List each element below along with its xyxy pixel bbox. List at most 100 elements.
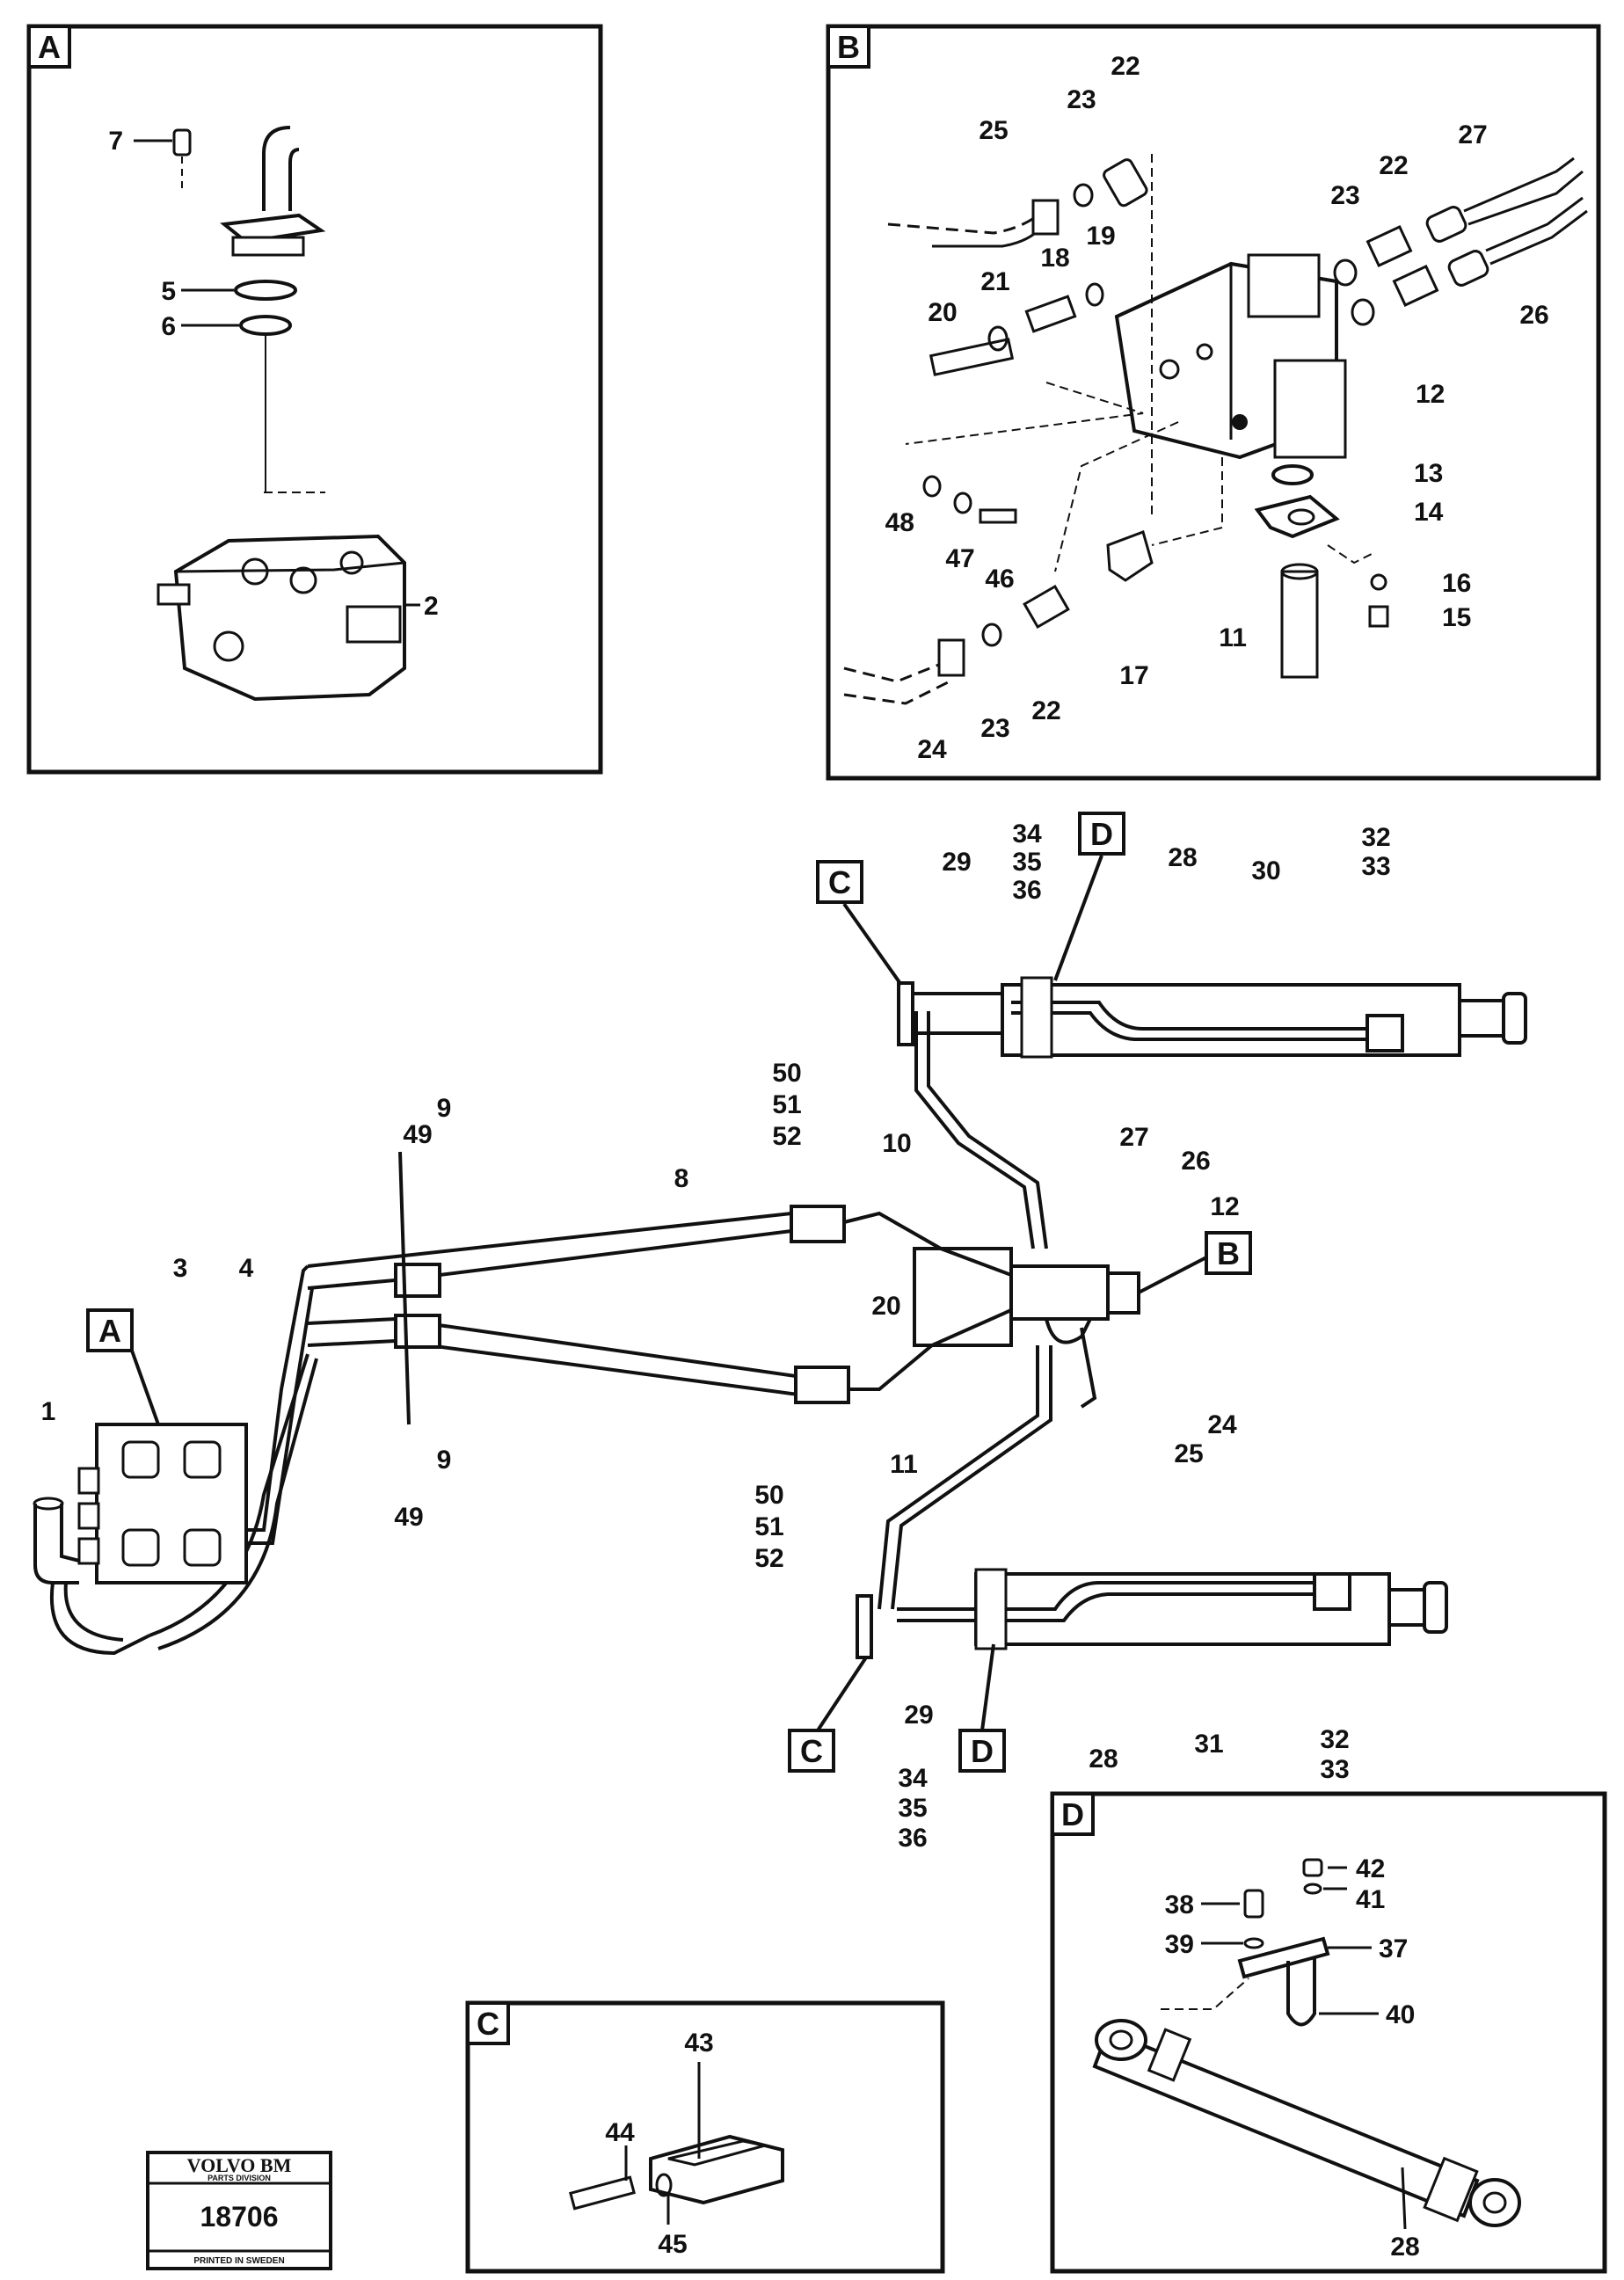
detail-panel-d: D 42 41 38 39 37 40 28 [1050,1791,1607,2274]
callout-label: 34 [1012,819,1042,849]
callout-label: 15 [1442,603,1471,632]
ref-tag-d: D [971,1733,994,1769]
callout-label: 49 [394,1503,423,1532]
callout-label: 42 [1356,1854,1385,1883]
callout-label: 25 [979,116,1008,145]
callout-label: 17 [1119,661,1148,690]
panel-a-tag: A [38,29,61,65]
callout-label: 47 [945,544,974,573]
clamp-bracket-part [649,2134,784,2205]
ref-tag-d: D [1090,816,1113,852]
callout-label: 8 [674,1164,689,1193]
volvo-bm-stamp: VOLVO BM PARTS DIVISION 18706 PRINTED IN… [146,2151,332,2270]
callout-label: 22 [1111,52,1140,81]
callout-label: 52 [754,1544,783,1573]
callout-label: 28 [1168,843,1197,872]
callout-label: 24 [1207,1410,1237,1439]
callout-label: 18 [1040,244,1069,273]
panel-d-tag: D [1061,1796,1084,1832]
callout-label: 21 [980,267,1009,296]
ref-tag-b: B [1217,1235,1240,1271]
callout-label: 30 [1251,856,1280,885]
callout-label: 14 [1414,498,1444,527]
stamp-division: PARTS DIVISION [208,2174,271,2182]
callout-label: 50 [754,1481,783,1510]
stamp-printed: PRINTED IN SWEDEN [193,2256,284,2266]
callout-label: 19 [1086,222,1115,251]
callout-label: 7 [108,127,123,156]
callout-label: 5 [161,277,176,306]
callout-label: 22 [1379,151,1408,180]
screw-part [172,128,192,193]
callout-label: 37 [1379,1934,1408,1963]
callout-label: 22 [1031,696,1060,725]
callout-label: 11 [1219,623,1247,652]
callout-label: 11 [890,1450,918,1479]
control-valve-part [157,534,406,702]
center-valve-part [913,1247,1140,1347]
callout-label: 16 [1442,569,1471,598]
callout-label: 10 [882,1129,911,1158]
ref-tag-c: C [800,1733,823,1769]
main-assembly: C D A B C D 34 35 36 29 28 30 32 33 50 5… [33,812,1527,1853]
callout-label: 36 [1012,876,1041,905]
callout-label: 13 [1414,459,1443,488]
callout-label: 9 [437,1446,452,1475]
callout-label: 39 [1165,1930,1194,1959]
callout-label: 23 [1067,85,1096,114]
callout-label: 33 [1361,852,1390,881]
callout-label: 23 [980,714,1009,743]
callout-label: 4 [239,1254,254,1283]
callout-label: 43 [684,2029,713,2058]
stamp-number: 18706 [200,2201,279,2233]
cylinder-part [1092,2019,1521,2227]
callout-label: 9 [437,1094,452,1123]
callout-label: 44 [605,2118,635,2147]
callout-label: 12 [1210,1192,1239,1221]
callout-label: 35 [1012,848,1041,877]
callout-label: 6 [161,312,176,341]
callout-label: 45 [658,2230,687,2259]
stamp-brand: VOLVO BM [187,2154,292,2176]
callout-label: 28 [1390,2233,1419,2262]
callout-label: 49 [403,1120,432,1149]
callout-label: 20 [928,298,957,327]
callout-label: 24 [917,735,947,764]
callout-label: 12 [1416,380,1445,409]
callout-label: 46 [985,565,1014,594]
callout-label: 29 [942,848,971,877]
main-control-valve [77,1423,248,1584]
callout-label: 23 [1330,181,1359,210]
callout-label: 36 [898,1824,927,1853]
callout-label: 38 [1165,1890,1194,1919]
detail-panel-b: B [826,24,1601,781]
callout-label: 29 [904,1701,933,1730]
callout-label: 50 [772,1059,801,1088]
callout-label: 48 [885,508,914,537]
callout-label: 40 [1386,2000,1415,2029]
detail-panel-c: C 43 44 45 [465,2000,945,2274]
callout-label: 2 [424,592,439,621]
valve-assembly-part [1114,253,1347,460]
callout-label: 51 [754,1512,783,1541]
callout-label: 20 [871,1292,900,1321]
callout-label: 33 [1320,1755,1349,1784]
callout-label: 25 [1174,1439,1203,1468]
callout-label: 26 [1519,301,1548,330]
callout-label: 35 [898,1794,927,1823]
callout-label: 32 [1361,823,1390,852]
callout-label: 52 [772,1122,801,1151]
callout-label: 41 [1356,1885,1385,1914]
callout-label: 27 [1119,1123,1148,1152]
callout-label: 31 [1194,1730,1223,1759]
detail-panel-a: A 7 5 6 2 [26,24,603,775]
panel-b-tag: B [837,29,860,65]
ref-tag-c: C [828,864,851,900]
upper-lift-cylinder [1001,976,1527,1059]
callout-label: 34 [898,1764,928,1793]
panel-c-tag: C [477,2006,499,2042]
callout-label: 28 [1089,1745,1118,1774]
callout-label: 1 [41,1397,56,1426]
lower-lift-cylinder [897,1568,1448,1650]
